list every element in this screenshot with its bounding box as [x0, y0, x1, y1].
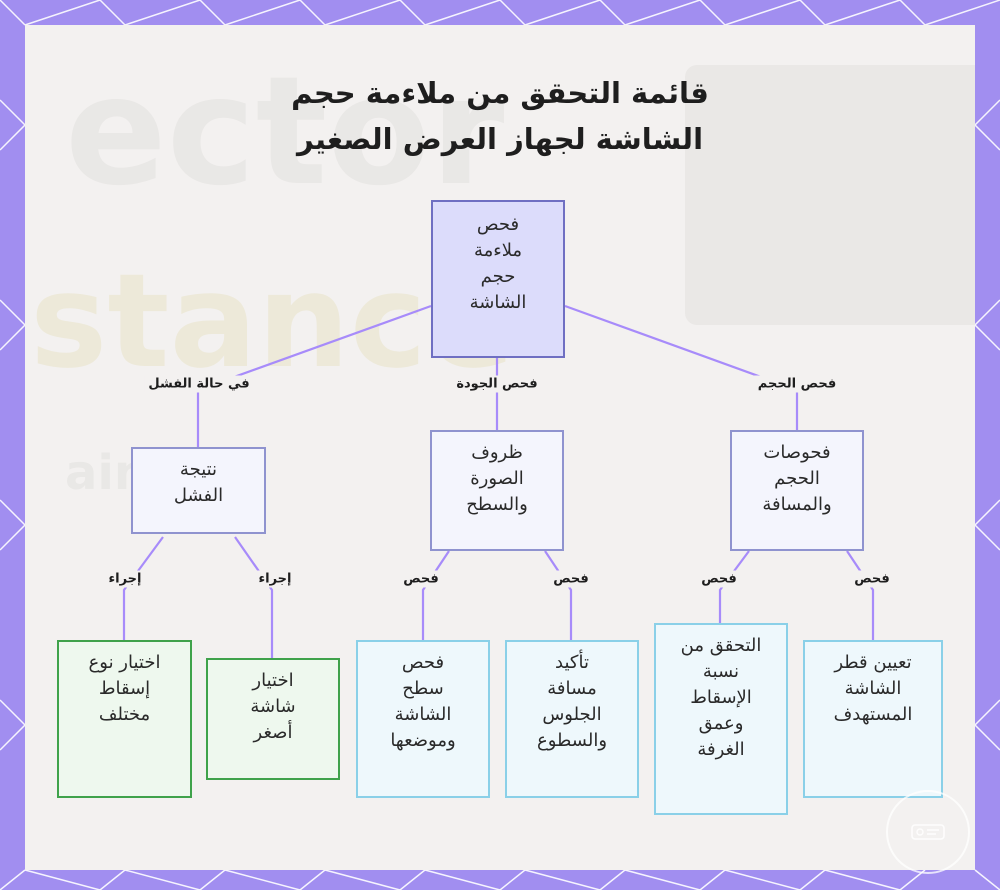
node-text-line: الشاشة [394, 704, 452, 725]
diagram-title: قائمة التحقق من ملاءمة حجم الشاشة لجهاز … [200, 70, 800, 162]
node-text-line: فحص [401, 652, 445, 673]
edge-label-check-1: فحص [399, 570, 443, 588]
node-confirm-distance: تأكيد مسافة الجلوس والسطوع [505, 640, 639, 798]
edge-label-size-check: فحص الحجم [753, 375, 841, 393]
node-text-line: حجم [480, 266, 516, 287]
edge-image-to-surface [421, 550, 450, 640]
node-text-line: الجلوس [542, 704, 602, 725]
node-text-line: الحجم [774, 468, 820, 489]
node-text-line: الإسقاط [690, 687, 752, 708]
node-screen-diagonal: تعيين قطر الشاشة المستهدف [803, 640, 943, 798]
edge-failure-to-smaller [234, 536, 274, 658]
edge-root-to-size [564, 304, 799, 430]
node-text-line: اختيار نوع [88, 652, 161, 673]
node-text-line: سطح [402, 678, 444, 699]
node-text-line: الشاشة [469, 292, 527, 313]
node-text-line: اختيار [252, 670, 294, 691]
node-check-surface: فحص سطح الشاشة وموضعها [356, 640, 490, 798]
node-image-conditions: ظروف الصورة والسطح [430, 430, 564, 551]
node-text-line: ملاءمة [473, 240, 523, 261]
title-line-1: قائمة التحقق من ملاءمة حجم [291, 76, 709, 110]
node-text-line: فحوصات [763, 442, 831, 463]
background-photo-shape [685, 65, 975, 325]
node-screen-fit-check: فحص ملاءمة حجم الشاشة [431, 200, 565, 358]
node-text-line: مسافة [547, 678, 597, 699]
node-text-line: أصغر [253, 722, 293, 743]
edge-size-to-diagonal [846, 550, 875, 640]
node-text-line: تعيين قطر [834, 652, 912, 673]
watermark-logo-icon [886, 790, 970, 874]
node-text-line: الفشل [173, 485, 224, 506]
node-text-line: الغرفة [697, 739, 745, 760]
node-text-line: مختلف [98, 704, 151, 725]
edge-label-action-2: إجراء [254, 570, 296, 588]
node-text-line: فحص [476, 214, 520, 235]
edge-label-check-4: فحص [850, 570, 894, 588]
edge-label-check-2: فحص [549, 570, 593, 588]
edge-label-check-3: فحص [697, 570, 741, 588]
node-different-throw: اختيار نوع إسقاط مختلف [57, 640, 192, 798]
background-photo-text: ector [65, 45, 505, 219]
node-text-line: والسطح [466, 494, 528, 515]
node-text-line: التحقق من [680, 635, 762, 656]
node-failure-result: نتيجة الفشل [131, 447, 266, 534]
edge-label-on-failure: في حالة الفشل [144, 375, 254, 393]
edge-size-to-ratio [718, 550, 750, 623]
node-text-line: وعمق [698, 713, 744, 734]
node-text-line: نسبة [702, 661, 740, 682]
node-text-line: المستهدف [833, 704, 913, 725]
node-throw-ratio: التحقق من نسبة الإسقاط وعمق الغرفة [654, 623, 788, 815]
node-size-distance-checks: فحوصات الحجم والمسافة [730, 430, 864, 551]
node-text-line: والمسافة [762, 494, 832, 515]
node-text-line: تأكيد [555, 652, 589, 673]
edge-image-to-distance [544, 550, 573, 640]
node-text-line: ظروف [471, 442, 523, 463]
node-text-line: الشاشة [844, 678, 902, 699]
title-line-2: الشاشة لجهاز العرض الصغير [296, 122, 704, 156]
edge-label-quality-check: فحص الجودة [452, 375, 542, 393]
edge-failure-to-throw [122, 536, 164, 640]
node-text-line: الصورة [470, 468, 524, 489]
node-text-line: نتيجة [179, 459, 218, 480]
edge-label-action-1: إجراء [104, 570, 146, 588]
node-text-line: شاشة [250, 696, 296, 717]
node-text-line: وموضعها [390, 730, 456, 751]
node-smaller-screen: اختيار شاشة أصغر [206, 658, 340, 780]
node-text-line: إسقاط [98, 678, 151, 699]
node-text-line: والسطوع [536, 730, 608, 751]
